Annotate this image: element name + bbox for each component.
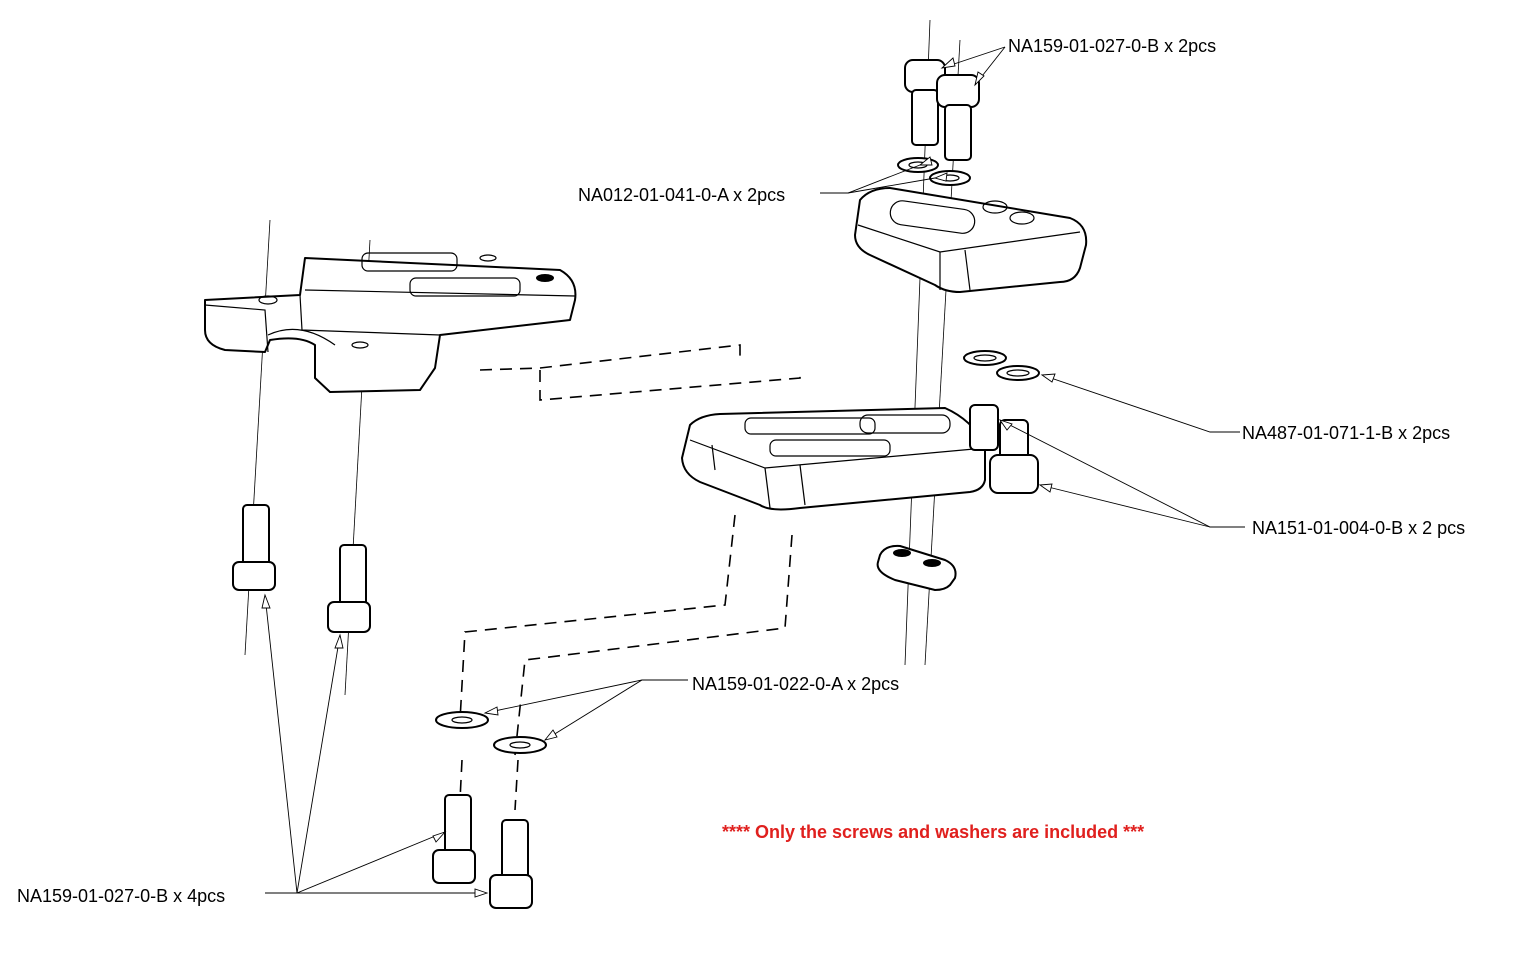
top-washer-pair xyxy=(897,157,971,186)
left-bracket-plate xyxy=(204,252,577,393)
leader-lines xyxy=(261,46,1245,898)
alignment-dashes xyxy=(459,344,801,811)
small-nut-plate xyxy=(876,544,957,591)
top-right-plate xyxy=(854,187,1088,293)
middle-washers-label: NA159-01-022-0-A x 2pcs xyxy=(692,674,900,694)
included-parts-note: **** Only the screws and washers are inc… xyxy=(722,822,1145,842)
standoff-pair xyxy=(969,404,1039,494)
top-screws-label: NA159-01-027-0-B x 2pcs xyxy=(1008,36,1217,56)
right-washers-label: NA487-01-071-1-B x 2pcs xyxy=(1242,423,1451,443)
bottom-screws-label: NA159-01-027-0-B x 4pcs xyxy=(17,886,226,906)
top-screw-pair xyxy=(904,59,980,161)
bottom-screw-pair xyxy=(432,794,533,909)
left-screw-pair xyxy=(232,504,371,633)
top-washers-label: NA012-01-041-0-A x 2pcs xyxy=(578,185,786,205)
right-washer-pair xyxy=(963,350,1040,381)
middle-washer-pair xyxy=(435,711,547,754)
standoffs-label: NA151-01-004-0-B x 2 pcs xyxy=(1252,518,1466,538)
middle-right-plate xyxy=(681,407,986,511)
